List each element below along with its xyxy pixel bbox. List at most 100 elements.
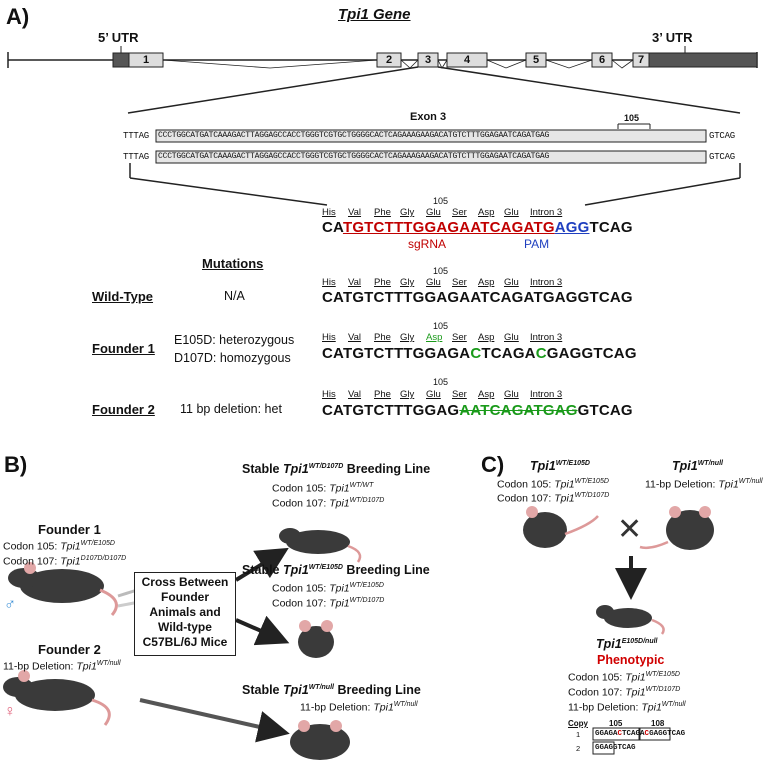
cross-symbol: ✕ (617, 513, 643, 546)
allele: WT/E105D (308, 563, 343, 571)
codon-label: Glu (426, 207, 441, 218)
gene: Tpi1 (672, 459, 698, 473)
codon-label: His (322, 389, 336, 400)
cross-box-line: C57BL/6J Mice (142, 635, 228, 649)
allele: WT/null (661, 701, 686, 708)
line1-title: Stable Tpi1WT/D107D Breeding Line (242, 462, 430, 476)
b-founder2-del: 11-bp Deletion: Tpi1WT/null (3, 660, 121, 673)
gene: Tpi1 (60, 540, 81, 553)
codon-label: Val (348, 332, 362, 343)
cross-box: Cross Between Founder Animals and Wild-t… (134, 572, 236, 656)
cross-box-line: Wild-type (158, 620, 212, 634)
row-founder1-desc2: D107D: homozygous (174, 351, 291, 365)
codon-label: Ser (452, 332, 467, 343)
codon-label: His (322, 332, 336, 343)
allele: WT/D107D (349, 497, 385, 504)
codon-label: Val (348, 207, 362, 218)
f1-seq-mut: C (470, 345, 482, 362)
gene: Tpi1 (373, 701, 394, 714)
codon-label: Glu (504, 277, 519, 288)
cross-box-line: Founder (161, 590, 209, 604)
mouse-founder1 (8, 562, 118, 616)
b-founder1-title: Founder 1 (38, 522, 101, 537)
allele: WT/WT (349, 482, 374, 489)
text: Codon 107: (568, 686, 626, 699)
f2-codon-labels: His Val Phe Gly Glu Ser Asp Glu Intron 3 (322, 389, 562, 400)
codon-label: Asp (478, 332, 495, 343)
text: Codon 107: (497, 492, 555, 505)
b-founder1-c105: Codon 105: Tpi1WT/E105D (3, 540, 115, 553)
gene: Tpi1 (329, 482, 350, 495)
c-child-c105: Codon 105: Tpi1WT/E105D (568, 671, 680, 684)
row-founder1-desc1: E105D: heterozygous (174, 333, 295, 347)
gene: Tpi1 (554, 492, 575, 505)
allele: WT/null (738, 478, 763, 485)
gene: Tpi1 (76, 660, 97, 673)
codon-label: Glu (504, 389, 519, 400)
mouse-child (596, 605, 665, 635)
pam-label: PAM (524, 237, 550, 251)
seq-mut: C (617, 730, 623, 738)
seq-left-2: TTTAG (123, 152, 150, 162)
gene: Tpi1 (625, 671, 646, 684)
allele: D107D/D107D (80, 555, 127, 562)
seq: GTCAG (662, 730, 686, 738)
codon-label: Gly (400, 207, 415, 218)
copy2-seq: GGAGGTCAG (595, 744, 636, 752)
cross-box-line: Animals and (149, 605, 221, 619)
ref-seq-sgrna: TGTCTTTGGAGAATCAGATG (342, 219, 555, 236)
text: 11-bp Deletion: (300, 701, 374, 714)
codon-label: Gly (400, 389, 415, 400)
mutations-header: Mutations (202, 256, 264, 271)
seq: GGAG (595, 744, 614, 752)
text: Codon 107: (3, 555, 61, 568)
f2-sequence: CATGTCTTTGGAGAATCAGATGAGGTCAG (322, 402, 633, 419)
codon-label: Glu (504, 207, 519, 218)
codon-label: Asp (478, 207, 495, 218)
allele: WT/E105D (80, 540, 115, 547)
c-child-del: 11-bp Deletion: Tpi1WT/null (568, 701, 686, 714)
text: 11-bp Deletion: (568, 701, 642, 714)
text: Codon 105: (272, 582, 330, 595)
line2-c107: Codon 107: Tpi1WT/D107D (272, 597, 384, 610)
codon-label-asp: Asp (426, 332, 443, 343)
seq: TCAGA (622, 730, 645, 738)
gene: Tpi1 (641, 701, 662, 714)
allele: WT/D107D (574, 492, 610, 499)
gene: Tpi1 (283, 462, 309, 476)
f2-seq-part: GTCAG (577, 402, 633, 419)
f1-pos-105: 105 (433, 321, 449, 331)
gene: Tpi1 (718, 478, 739, 491)
line2-c105: Codon 105: Tpi1WT/E105D (272, 582, 384, 595)
exon-3: 3 (424, 54, 432, 66)
ref-codon-labels: His Val Phe Gly Glu Ser Asp Glu Intron 3 (322, 207, 562, 218)
allele: WT/null (393, 701, 418, 708)
codon-label: Gly (400, 332, 415, 343)
allele: WT/E105D (645, 671, 680, 678)
allele: WT/E105D (574, 478, 609, 485)
ref-seq-pre: CA (322, 219, 343, 236)
c-child-phenotypic: Phenotypic (597, 653, 665, 667)
row-wild-type-name: Wild-Type (92, 289, 154, 304)
text: Stable (242, 462, 283, 476)
text: Codon 107: (272, 597, 330, 610)
b-founder1-c107: Codon 107: Tpi1D107D/D107D (3, 555, 126, 568)
allele: WT/D107D (645, 686, 681, 693)
row-wild-type-desc: N/A (224, 289, 245, 303)
copy-header: Copy (568, 719, 588, 728)
gene: Tpi1 (283, 563, 309, 577)
gene: Tpi1 (329, 582, 350, 595)
codon-label: Glu (504, 332, 519, 343)
gene: Tpi1 (625, 686, 646, 699)
text: Codon 105: (3, 540, 61, 553)
exon-6: 6 (598, 54, 606, 66)
codon-label: Ser (452, 277, 467, 288)
codon-label: Glu (426, 277, 441, 288)
seq-exon-1: CCCTGGCATGATCAAAGACTTAGGAGCCACCTGGGTCGTG… (158, 131, 550, 140)
f1-codon-labels: His Val Phe Gly Asp Ser Asp Glu Intron 3 (322, 332, 562, 343)
wt-pos-105: 105 (433, 266, 449, 276)
gene: Tpi1 (554, 478, 575, 491)
utr3-label: 3’ UTR (652, 30, 693, 45)
male-symbol: ♂ (4, 596, 16, 613)
codon-label: Val (348, 389, 362, 400)
